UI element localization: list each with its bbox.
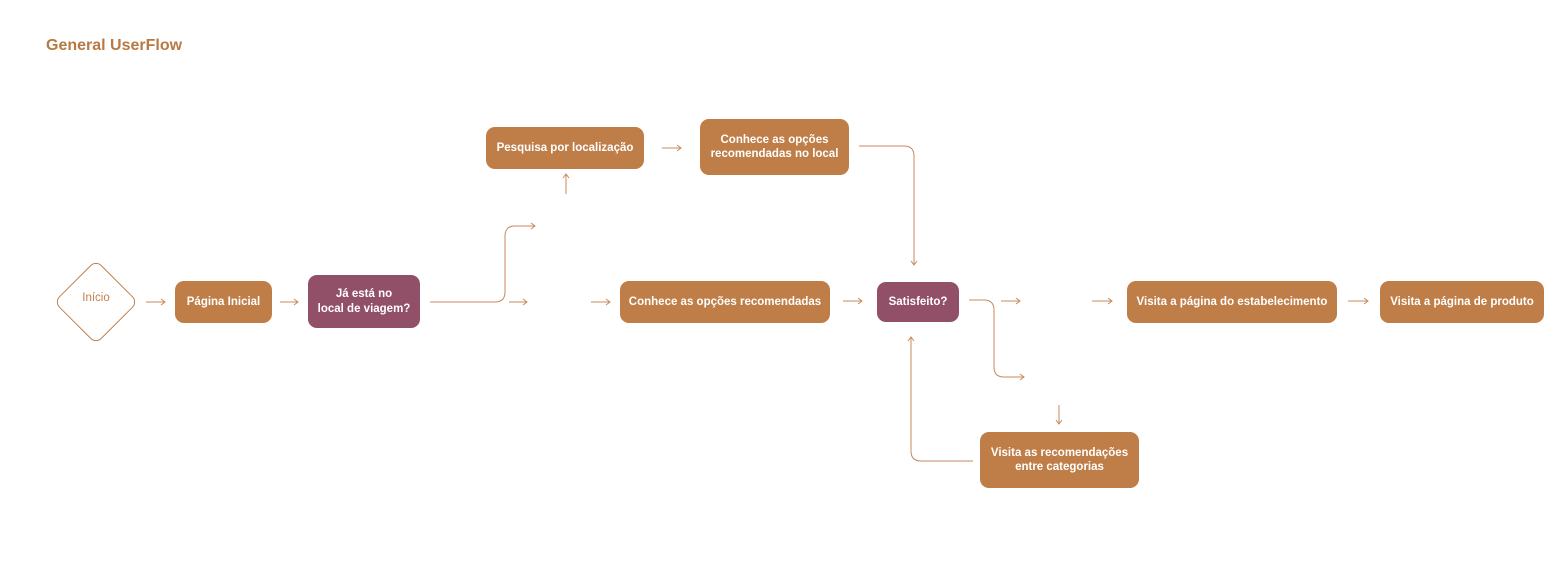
decision-ja-esta-no-local: Já está no local de viagem? bbox=[308, 275, 420, 328]
node-pesquisa-por-localizacao: Pesquisa por localização bbox=[486, 127, 644, 169]
node-visita-estabelecimento-label: Visita a página do estabelecimento bbox=[1136, 295, 1328, 308]
start-label: Início bbox=[82, 292, 110, 304]
connector-decision-branch bbox=[430, 222, 536, 303]
arrow-to-visita-estabelecimento bbox=[1092, 297, 1113, 305]
arrow-satisfeito-right bbox=[1001, 297, 1021, 305]
node-visita-produto: Visita a página de produto bbox=[1380, 281, 1544, 323]
node-visita-produto-label: Visita a página de produto bbox=[1390, 295, 1534, 308]
arrow-pagina-inicial-to-decision bbox=[280, 298, 299, 306]
node-conhece-recomendadas-label: Conhece as opções recomendadas bbox=[628, 295, 822, 308]
node-conhece-local-line-1: Conhece as opções bbox=[720, 133, 829, 146]
decision-satisfeito-label: Satisfeito? bbox=[888, 295, 948, 308]
decision-ja-esta-line-2: local de viagem? bbox=[317, 302, 411, 315]
arrow-up-to-pesquisa bbox=[562, 173, 570, 194]
decision-ja-esta-line-1: Já está no bbox=[335, 288, 393, 301]
node-pagina-inicial: Página Inicial bbox=[175, 281, 272, 323]
arrow-estabelecimento-to-produto bbox=[1348, 297, 1369, 305]
connector-categorias-to-satisfeito bbox=[907, 336, 973, 462]
page-title: General UserFlow bbox=[46, 37, 183, 54]
arrow-conhece-to-satisfeito bbox=[843, 297, 863, 305]
node-conhece-opcoes-recomendadas: Conhece as opções recomendadas bbox=[620, 281, 830, 323]
decision-satisfeito: Satisfeito? bbox=[877, 282, 959, 322]
node-visita-estabelecimento: Visita a página do estabelecimento bbox=[1127, 281, 1337, 323]
connector-satisfeito-branch bbox=[969, 299, 1025, 381]
node-conhece-local-line-2: recomendadas no local bbox=[710, 148, 839, 160]
arrow-down-to-categorias bbox=[1055, 405, 1063, 425]
arrow-to-conhece-recomendadas bbox=[591, 298, 611, 306]
node-visita-categorias-line-1: Visita as recomendações bbox=[990, 446, 1129, 459]
node-pesquisa-label: Pesquisa por localização bbox=[496, 141, 634, 154]
node-visita-categorias: Visita as recomendações entre categorias bbox=[980, 432, 1139, 488]
arrow-decision-straight bbox=[509, 298, 528, 306]
connector-conhece-local-to-satisfeito bbox=[859, 145, 918, 266]
arrow-pesquisa-to-conhece-local bbox=[662, 144, 682, 152]
node-pagina-inicial-label: Página Inicial bbox=[186, 295, 261, 308]
node-conhece-opcoes-local: Conhece as opções recomendadas no local bbox=[700, 119, 849, 175]
arrow-start-to-pagina-inicial bbox=[146, 298, 166, 306]
node-visita-categorias-line-2: entre categorias bbox=[1015, 461, 1104, 473]
